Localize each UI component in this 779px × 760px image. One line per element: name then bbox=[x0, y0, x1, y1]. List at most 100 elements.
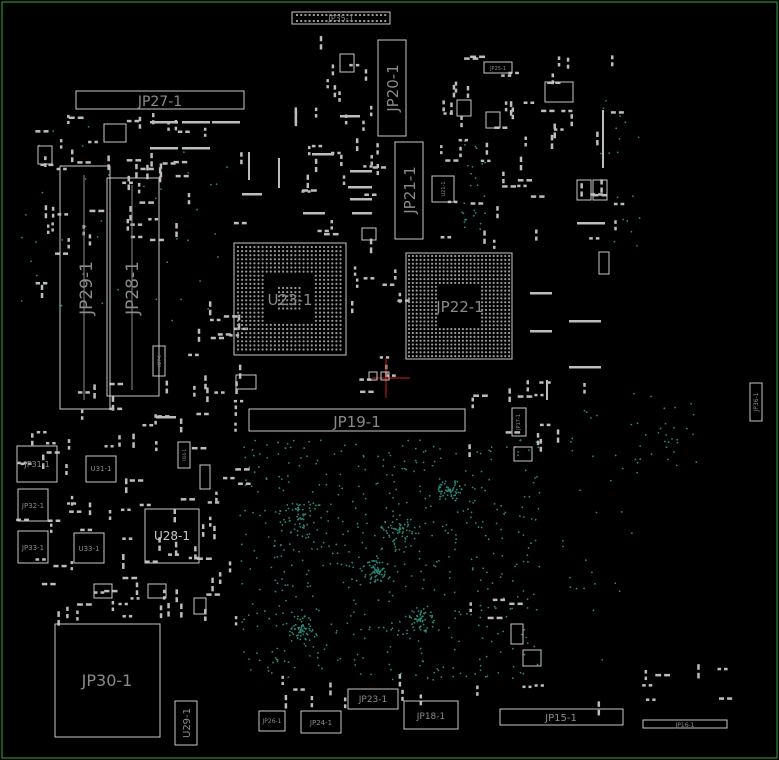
via bbox=[466, 164, 469, 167]
connector-jp15[interactable]: JP15-1 bbox=[499, 708, 624, 726]
pad bbox=[509, 101, 513, 107]
chip-u33[interactable]: U33-1 bbox=[73, 532, 105, 564]
pad bbox=[419, 701, 423, 706]
bga-ball bbox=[492, 312, 495, 315]
via bbox=[107, 174, 110, 176]
via bbox=[322, 541, 325, 544]
via bbox=[279, 544, 282, 547]
pad bbox=[324, 229, 329, 233]
pad bbox=[547, 81, 553, 85]
bga-ball bbox=[504, 289, 507, 292]
pad bbox=[719, 697, 725, 700]
via bbox=[143, 185, 145, 188]
via bbox=[335, 543, 338, 546]
bga-ball bbox=[323, 286, 326, 290]
bga-ball bbox=[323, 266, 326, 269]
bga-ball bbox=[415, 270, 418, 273]
bga-ball bbox=[488, 281, 491, 285]
bga-ball bbox=[431, 293, 434, 296]
bga-ball bbox=[496, 289, 499, 292]
bga-ball bbox=[481, 278, 484, 281]
bga-ball bbox=[294, 250, 297, 253]
bga-ball bbox=[427, 339, 430, 342]
via bbox=[477, 526, 480, 528]
bga-ball bbox=[492, 270, 495, 273]
bga-ball bbox=[306, 323, 309, 326]
bga-ball bbox=[314, 303, 317, 306]
bga-jp22[interactable]: JP22-1 bbox=[405, 252, 513, 360]
via bbox=[479, 616, 482, 619]
bga-ball bbox=[434, 274, 438, 277]
connector-jp28[interactable]: JP28-1 bbox=[106, 177, 160, 397]
via bbox=[406, 632, 408, 635]
bga-ball bbox=[236, 250, 240, 253]
via bbox=[301, 535, 304, 538]
connector-jp19[interactable]: JP19-1 bbox=[248, 408, 466, 432]
bga-ball bbox=[434, 320, 438, 323]
pad bbox=[483, 230, 486, 236]
pad bbox=[76, 603, 83, 606]
bga-ball bbox=[504, 347, 507, 350]
pad bbox=[338, 91, 341, 96]
connector-jp27[interactable]: JP27-1 bbox=[75, 90, 245, 110]
bga-ball bbox=[419, 262, 422, 265]
via bbox=[534, 539, 537, 542]
via bbox=[411, 623, 413, 625]
chip-u31[interactable]: U31-1 bbox=[85, 455, 117, 483]
connector-jp20[interactable]: JP20-1 bbox=[377, 39, 407, 137]
bga-ball bbox=[335, 332, 338, 335]
connector-jp31[interactable]: JP31-1 bbox=[16, 445, 58, 483]
connector-jp21[interactable]: JP21-1 bbox=[394, 141, 424, 240]
pad bbox=[203, 133, 207, 137]
bga-ball bbox=[253, 344, 256, 347]
bga-ball bbox=[236, 270, 240, 273]
connector-jp29[interactable]: JP29-1 bbox=[59, 165, 111, 410]
via bbox=[388, 591, 391, 594]
trace-pad bbox=[150, 121, 178, 124]
via bbox=[442, 666, 445, 669]
connector-jp25[interactable]: JP25-1 bbox=[483, 61, 513, 74]
trace-pad bbox=[340, 115, 360, 118]
bga-u23[interactable]: U23-1 bbox=[233, 242, 347, 356]
pad bbox=[146, 173, 149, 180]
bga-ball bbox=[419, 281, 422, 285]
pad bbox=[194, 353, 199, 357]
pad bbox=[550, 143, 554, 150]
via bbox=[571, 449, 574, 452]
bga-ball bbox=[310, 270, 313, 273]
connector-jp32[interactable]: JP32-1 bbox=[17, 488, 49, 522]
chip-u21[interactable]: U21-1 bbox=[431, 175, 455, 203]
bga-ball bbox=[323, 245, 326, 249]
via bbox=[345, 564, 348, 567]
via bbox=[419, 619, 422, 622]
connector-jp33[interactable]: JP33-1 bbox=[17, 530, 49, 564]
connector-jp35[interactable]: JP35-1 bbox=[291, 11, 391, 25]
via bbox=[276, 556, 279, 558]
bga-ball bbox=[504, 258, 507, 261]
connector-jp36[interactable]: JP36-1 bbox=[749, 382, 763, 422]
via bbox=[410, 616, 413, 619]
pin bbox=[359, 20, 361, 22]
connector-jp24[interactable]: JP24-1 bbox=[300, 710, 342, 734]
connector-jp18[interactable]: JP18-1 bbox=[403, 700, 459, 730]
bga-ball bbox=[302, 270, 305, 273]
bga-ball bbox=[407, 339, 411, 342]
connector-jp23[interactable]: JP23-1 bbox=[347, 688, 399, 710]
via bbox=[316, 459, 319, 462]
via bbox=[389, 524, 392, 527]
bga-ball bbox=[415, 262, 418, 265]
chip-u28[interactable]: U28-1 bbox=[144, 508, 200, 564]
chip-jp17[interactable]: JP17-1 bbox=[511, 407, 527, 437]
pad bbox=[596, 139, 599, 146]
u21-label: U21-1 bbox=[441, 181, 447, 196]
via bbox=[401, 532, 404, 535]
chip-u29[interactable]: U29-1 bbox=[174, 700, 198, 746]
pad bbox=[135, 582, 139, 588]
pad bbox=[130, 597, 134, 600]
connector-jp16[interactable]: JP16-1 bbox=[642, 719, 728, 729]
bga-ball bbox=[500, 351, 503, 354]
bga-ball bbox=[423, 308, 426, 311]
connector-jp30[interactable]: JP30-1 bbox=[54, 623, 161, 738]
pin bbox=[329, 20, 332, 22]
connector-jp26[interactable]: JP26-1 bbox=[258, 710, 286, 732]
